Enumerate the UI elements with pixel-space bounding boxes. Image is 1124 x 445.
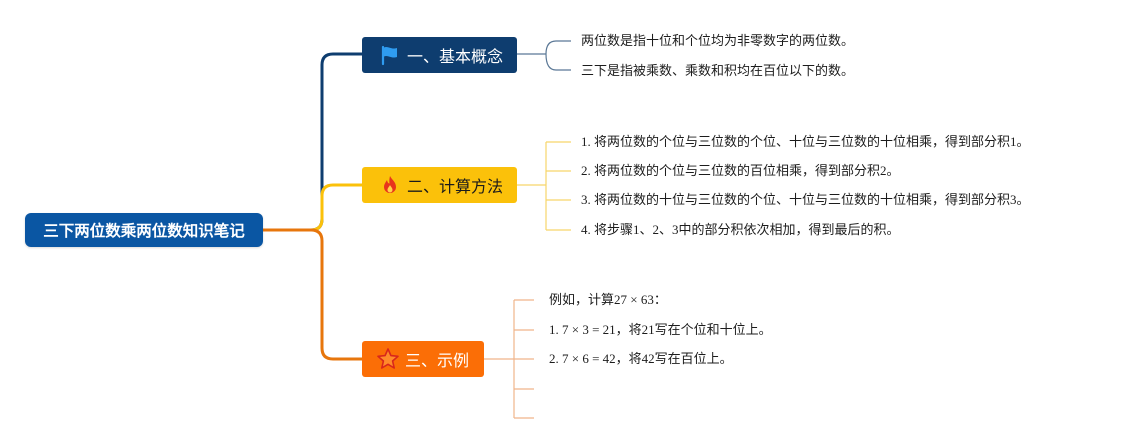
connector-root-branch-1 [263,52,362,232]
leaf-method-3[interactable]: 3. 将两位数的十位与三位数的个位、十位与三位数的十位相乘，得到部分积3。 [581,192,1030,207]
branch-node-example[interactable]: 三、示例 [362,341,484,377]
branch-label-example: 三、示例 [405,351,470,370]
connector-branch-2-leaves [517,141,571,231]
leaf-method-1[interactable]: 1. 将两位数的个位与三位数的个位、十位与三位数的十位相乘，得到部分积1。 [581,134,1030,149]
leaf-example-3[interactable]: 2. 7 × 6 = 42，将42写在百位上。 [549,351,733,366]
connector-branch-1-leaves [517,40,571,71]
leaf-example-1[interactable]: 例如，计算27 × 63： [549,292,667,307]
leaf-concept-2[interactable]: 三下是指被乘数、乘数和积均在百位以下的数。 [581,63,855,78]
flag-icon [378,43,402,67]
fire-icon [378,173,402,197]
branch-node-basic-concepts[interactable]: 一、基本概念 [362,37,517,73]
branch-label-calculation-method: 二、计算方法 [407,177,504,196]
root-label: 三下两位数乘两位数知识笔记 [43,222,245,240]
connector-root-branch-3 [263,228,362,361]
branch-node-calculation-method[interactable]: 二、计算方法 [362,167,517,203]
connector-branch-3-leaves [484,299,534,419]
branch-label-basic-concepts: 一、基本概念 [407,47,504,66]
connector-root-branch-2 [263,183,362,232]
leaf-method-2[interactable]: 2. 将两位数的个位与三位数的百位相乘，得到部分积2。 [581,163,900,178]
root-node[interactable]: 三下两位数乘两位数知识笔记 [25,213,263,247]
leaf-method-4[interactable]: 4. 将步骤1、2、3中的部分积依次相加，得到最后的积。 [581,222,900,237]
leaf-concept-1[interactable]: 两位数是指十位和个位均为非零数字的两位数。 [581,33,855,48]
leaf-example-2[interactable]: 1. 7 × 3 = 21，将21写在个位和十位上。 [549,322,772,337]
star-icon [376,347,400,371]
